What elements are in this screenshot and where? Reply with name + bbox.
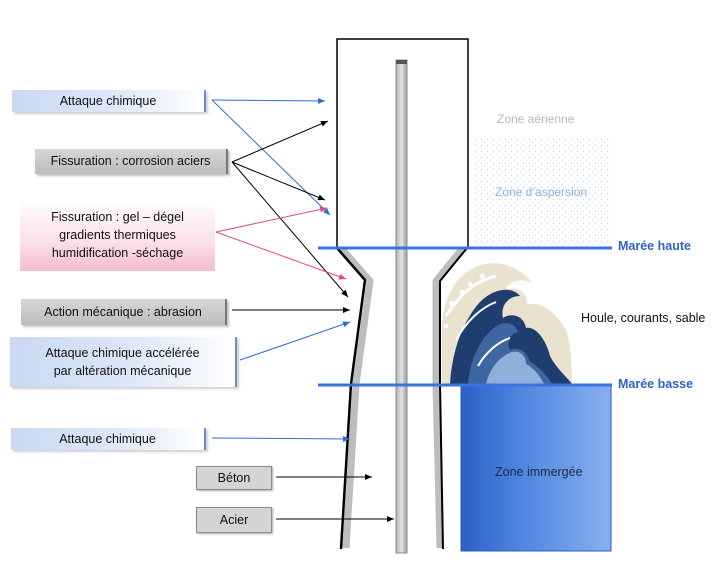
label-attaque-acceleree: Attaque chimique accélérée par altératio… [10,337,237,387]
wave-icon [442,263,572,385]
label-attaque-chimique-top: Attaque chimique [12,90,206,112]
label-fissuration-corrosion: Fissuration : corrosion aciers [35,149,228,174]
arrows [211,97,394,522]
steel-bar [395,59,408,554]
immersed-zone-area [461,386,611,551]
concrete-right-edge [439,247,468,550]
arrow [239,321,351,361]
label-action-mecanique: Action mécanique : abrasion [21,299,227,325]
zone-aspersion: Zone d’aspersion [495,185,588,199]
arrow [211,435,351,442]
arrow [211,97,326,104]
maree-haute-label: Marée haute [618,239,691,253]
arrow [215,206,328,233]
label-acier: Acier [196,507,272,533]
maree-basse-label: Marée basse [618,377,694,391]
zone-aerienne: Zone aérienne [497,112,575,126]
concrete-left-edge [336,247,367,550]
label-fissuration-gel: Fissuration : gel – dégel gradients ther… [20,199,215,271]
arrow [231,120,329,163]
houle-label: Houle, courants, sable [581,311,706,325]
arrow [215,231,347,280]
spray-zone-area [474,138,612,246]
label-beton: Béton [196,466,272,490]
concrete-left-shell [339,246,374,549]
arrow [231,161,349,298]
label-attaque-chimique-bottom: Attaque chimique [11,428,206,450]
concrete-right-shell [432,246,465,549]
arrow [211,99,331,216]
arrow [231,161,326,201]
zone-immergee: Zone immergée [495,465,583,479]
